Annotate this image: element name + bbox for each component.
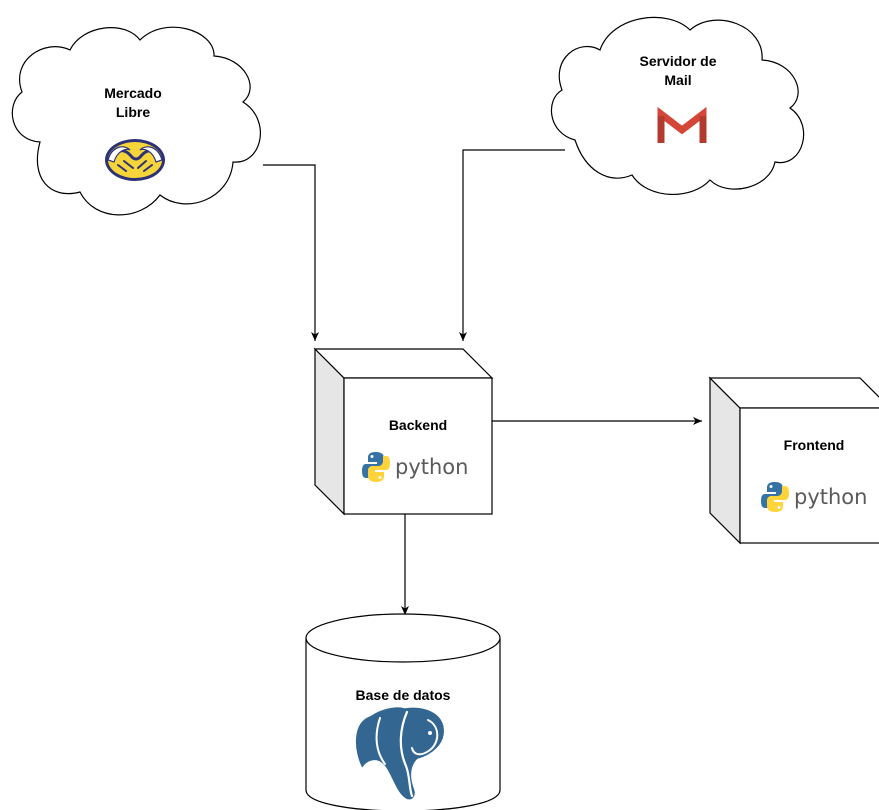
node-backend: Backend python [313,347,494,516]
cloud-mercado-libre: Mercado Libre [11,26,261,216]
backend-python-wordmark: python [395,455,468,479]
mail-server-label-line2: Mail [664,72,691,88]
backend-label: Backend [389,417,447,433]
cube-front-face [739,407,879,544]
cloud-mail-server: Servidor de Mail [550,16,805,196]
postgresql-elephant-icon [353,704,447,802]
cylinder-top [305,613,501,663]
cube-top-face [313,348,494,379]
frontend-python-wordmark: python [794,485,867,509]
python-icon [362,452,390,482]
node-frontend: Frontend python [708,376,879,545]
mercado-libre-handshake-icon [105,139,165,181]
cube-top-face [708,377,879,409]
cloud-shape [11,26,261,216]
mercado-libre-label-line1: Mercado [104,85,162,101]
cube-front-face [343,377,493,515]
python-icon [761,482,789,512]
cloud-shape [550,16,805,196]
frontend-label: Frontend [784,437,845,453]
mercado-libre-label-line2: Libre [116,104,150,120]
edge-mail-to-backend [459,149,565,341]
edge-mercado-to-backend [263,164,319,341]
gmail-icon [657,106,707,143]
database-label: Base de datos [356,687,451,703]
mail-server-label-line1: Servidor de [639,53,716,69]
node-database: Base de datos [305,613,501,810]
